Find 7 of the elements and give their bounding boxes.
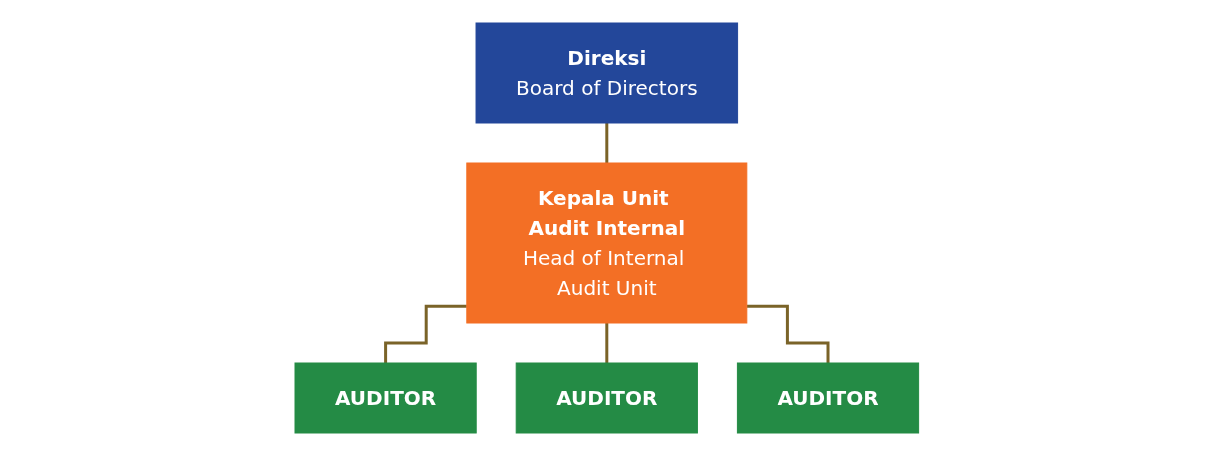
node-box: AUDITOR bbox=[294, 362, 477, 434]
connector bbox=[747, 304, 830, 365]
connector bbox=[384, 304, 467, 365]
node-box: Direksi Board of Directors bbox=[475, 22, 739, 124]
node-box: AUDITOR bbox=[515, 362, 699, 434]
node-box: AUDITOR bbox=[737, 362, 920, 434]
node-box: Kepala Unit Audit Internal Head of Internal Audit Unit bbox=[466, 162, 748, 324]
